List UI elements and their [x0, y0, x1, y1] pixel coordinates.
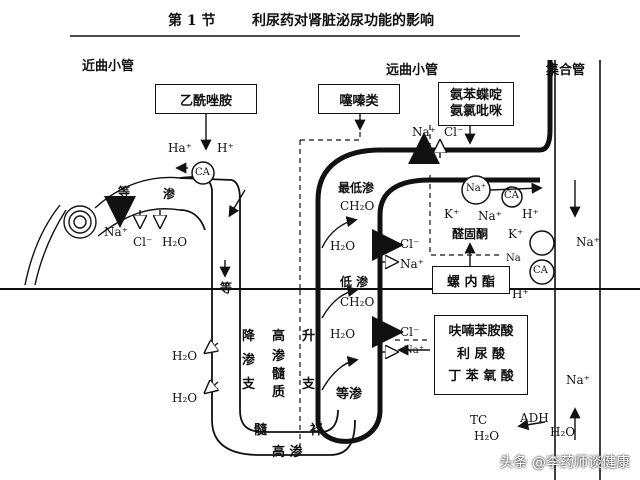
- label-gao-shen: 高 渗: [272, 445, 303, 460]
- label-pan: 袢: [310, 423, 324, 438]
- drug-acetazolamide: 乙酰唑胺: [155, 84, 257, 114]
- page-title: 利尿药对肾脏泌尿功能的影响: [252, 13, 434, 29]
- spironolactone-dash: [429, 175, 500, 256]
- label-tc: TC: [470, 413, 488, 427]
- label-col-gao: 高: [272, 329, 286, 344]
- label-cl-a: Cl⁻: [400, 237, 420, 251]
- label-h-3: H⁺: [522, 207, 539, 221]
- label-na-circle: Na⁺: [466, 183, 486, 194]
- label-na-top: Na⁺: [412, 125, 436, 139]
- label-iso-2: 渗: [163, 187, 176, 201]
- label-ca-2: CA: [504, 190, 519, 201]
- ca-circle-distal-1: [501, 186, 523, 208]
- drug-thiazides: 噻嗪类: [318, 84, 400, 114]
- label-col-zhi3: 支: [302, 377, 316, 392]
- drug-furosemide: 呋喃苯胺酸: [448, 323, 514, 339]
- label-sui: 髓: [254, 423, 268, 438]
- label-min-osm: 最低渗: [338, 181, 375, 195]
- drug-loop-diuretics: 呋喃苯胺酸 利 尿 酸 丁 苯 氧 酸: [434, 315, 528, 395]
- label-cl-top: Cl⁻: [444, 125, 464, 139]
- label-low-osm: 低 渗: [340, 275, 369, 289]
- label-col-sheng: 升: [302, 329, 316, 344]
- drug-bumetanide: 丁 苯 氧 酸: [448, 369, 514, 385]
- label-cl-proximal: Cl⁻: [133, 235, 153, 249]
- label-na-collecting: Na⁺: [566, 373, 590, 387]
- label-k-2: K⁺: [508, 227, 524, 241]
- label-col-sui: 髓: [272, 367, 286, 382]
- ca-circle-distal-2: [529, 230, 555, 256]
- ascending-limb-inner: [377, 177, 540, 410]
- label-iso-1: 等: [118, 185, 131, 199]
- label-collecting: 集合管: [546, 63, 586, 78]
- label-col-zhi2: 质: [272, 385, 286, 400]
- label-h2o-desc1: H₂O: [172, 349, 198, 363]
- label-h2o-asc1: H₂O: [330, 239, 356, 253]
- proximal-tubule: [179, 176, 356, 456]
- drug-ethacrynic-acid: 利 尿 酸: [456, 346, 506, 362]
- label-ch2o-1: CH₂O: [340, 199, 375, 213]
- label-col-jiang: 降: [242, 329, 256, 344]
- label-distal: 远曲小管: [386, 63, 439, 78]
- label-h2o-tc: H₂O: [474, 429, 500, 443]
- label-ha: Ha⁺: [168, 141, 192, 155]
- label-na-4: Na: [506, 253, 521, 264]
- label-k-1: K⁺: [444, 207, 460, 221]
- label-aldosterone: 醛固酮: [452, 227, 489, 241]
- label-col-zhi: 支: [242, 377, 256, 392]
- label-proximal: 近曲小管: [82, 59, 135, 74]
- ca-circle-proximal: [191, 161, 215, 185]
- label-na-right: Na⁺: [576, 235, 600, 249]
- label-h-4: H⁺: [512, 287, 529, 301]
- drug-spironolactone: 螺 内 酯: [432, 266, 510, 294]
- drug-triamterene: 氨苯蝶啶: [449, 87, 502, 103]
- label-adh: ADH: [520, 411, 549, 425]
- drug-triamterene-amiloride: 氨苯蝶啶 氨氯吡咪: [438, 82, 514, 126]
- label-h2o-asc2: H₂O: [330, 327, 356, 341]
- watermark: 头条 @李药师谈健康: [499, 455, 630, 471]
- label-na-2: Na⁺: [478, 209, 502, 223]
- label-na-proximal: Na⁺: [104, 225, 128, 239]
- label-ca-proximal: CA: [195, 167, 210, 178]
- label-h2o-adh: H₂O: [550, 425, 576, 439]
- label-h2o-desc2: H₂O: [172, 391, 198, 405]
- drug-amiloride: 氨氯吡咪: [449, 104, 502, 119]
- label-ch2o-2: CH₂O: [340, 295, 375, 309]
- thiazide-dash: [300, 120, 361, 141]
- label-col-shen2: 渗: [272, 349, 286, 364]
- section-number: 第 1 节: [168, 13, 216, 29]
- ascending-limb-outer: [315, 60, 553, 420]
- label-cl-b: Cl⁻: [400, 325, 420, 339]
- label-iso-desc: 等: [220, 281, 233, 295]
- label-ca-3: CA: [533, 265, 548, 276]
- label-h2o-proximal: H₂O: [162, 235, 188, 249]
- label-h-top: H⁺: [217, 141, 234, 155]
- ca-circle-distal-3: [529, 259, 555, 285]
- label-na-b: Na⁺: [404, 345, 424, 356]
- label-col-shen: 渗: [242, 353, 256, 368]
- label-iso-bottom: 等渗: [336, 387, 363, 402]
- glomerulus: [24, 176, 181, 286]
- label-na-a: Na⁺: [400, 257, 424, 271]
